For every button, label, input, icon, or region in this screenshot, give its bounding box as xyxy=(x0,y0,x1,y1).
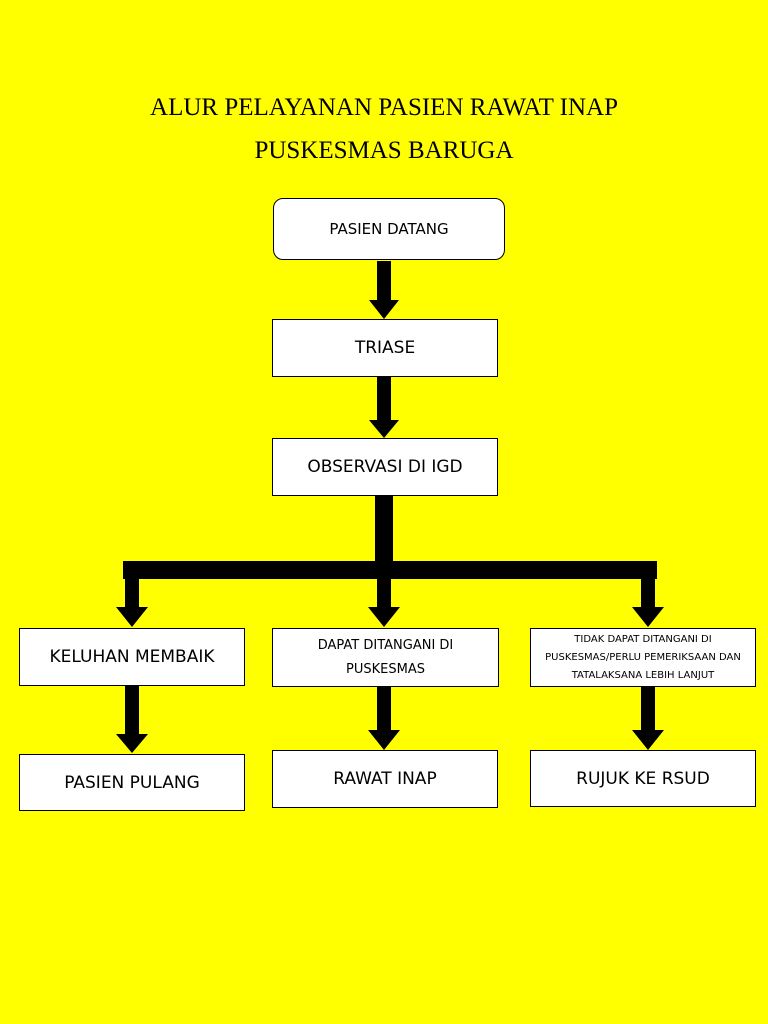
arrowhead-datang-triase xyxy=(369,300,399,319)
node-tidak-dapat-line-3: TATALAKSANA LEBIH LANJUT xyxy=(571,669,715,681)
arrow-shaft-tidakdapat-rujuk xyxy=(641,687,655,732)
node-pasien-datang-label: PASIEN DATANG xyxy=(329,220,449,238)
arrow-shaft-triase-observasi xyxy=(377,377,391,422)
node-keluhan-membaik-label: KELUHAN MEMBAIK xyxy=(49,647,215,667)
node-dapat-ditangani-line-1: DAPAT DITANGANI DI xyxy=(317,637,454,653)
node-observasi-igd-label: OBSERVASI DI IGD xyxy=(307,457,463,477)
branch-left-drop xyxy=(125,579,139,609)
branch-right-drop xyxy=(641,579,655,609)
arrowhead-branch-left xyxy=(116,607,148,627)
node-tidak-dapat-line-1: TIDAK DAPAT DITANGANI DI xyxy=(574,633,712,645)
node-rawat-inap-label: RAWAT INAP xyxy=(333,769,437,789)
node-keluhan-membaik: KELUHAN MEMBAIK xyxy=(19,628,245,686)
node-dapat-ditangani-line-2: PUSKESMAS xyxy=(346,661,425,677)
node-observasi-igd: OBSERVASI DI IGD xyxy=(272,438,498,496)
arrowhead-branch-right xyxy=(632,607,664,627)
branch-bar xyxy=(123,561,657,579)
trunk-from-observasi xyxy=(375,496,393,562)
node-pasien-datang: PASIEN DATANG xyxy=(273,198,505,260)
diagram-title-line-1: ALUR PELAYANAN PASIEN RAWAT INAP xyxy=(150,94,618,121)
arrowhead-triase-observasi xyxy=(369,420,399,438)
node-rawat-inap: RAWAT INAP xyxy=(272,750,498,808)
arrow-shaft-ditangani-rawat xyxy=(377,687,391,732)
node-pasien-pulang-label: PASIEN PULANG xyxy=(64,772,200,793)
arrow-shaft-membaik-pulang xyxy=(125,686,139,736)
arrowhead-ditangani-rawat xyxy=(368,730,400,750)
arrowhead-membaik-pulang xyxy=(116,734,148,753)
node-triase: TRIASE xyxy=(272,319,498,377)
branch-middle-drop xyxy=(377,579,391,609)
node-tidak-dapat-line-2: PUSKESMAS/PERLU PEMERIKSAAN DAN xyxy=(545,651,741,663)
diagram-title-line-2: PUSKESMAS BARUGA xyxy=(254,137,514,164)
arrowhead-tidakdapat-rujuk xyxy=(632,730,664,750)
node-pasien-pulang: PASIEN PULANG xyxy=(19,754,245,811)
arrowhead-branch-middle xyxy=(368,607,400,627)
node-dapat-ditangani: DAPAT DITANGANI DI PUSKESMAS xyxy=(272,628,499,687)
node-tidak-dapat-ditangani: TIDAK DAPAT DITANGANI DI PUSKESMAS/PERLU… xyxy=(530,628,756,687)
node-triase-label: TRIASE xyxy=(354,338,416,358)
arrow-shaft-datang-triase xyxy=(377,261,391,302)
node-rujuk-rsud: RUJUK KE RSUD xyxy=(530,750,756,807)
node-rujuk-rsud-label: RUJUK KE RSUD xyxy=(576,768,710,789)
